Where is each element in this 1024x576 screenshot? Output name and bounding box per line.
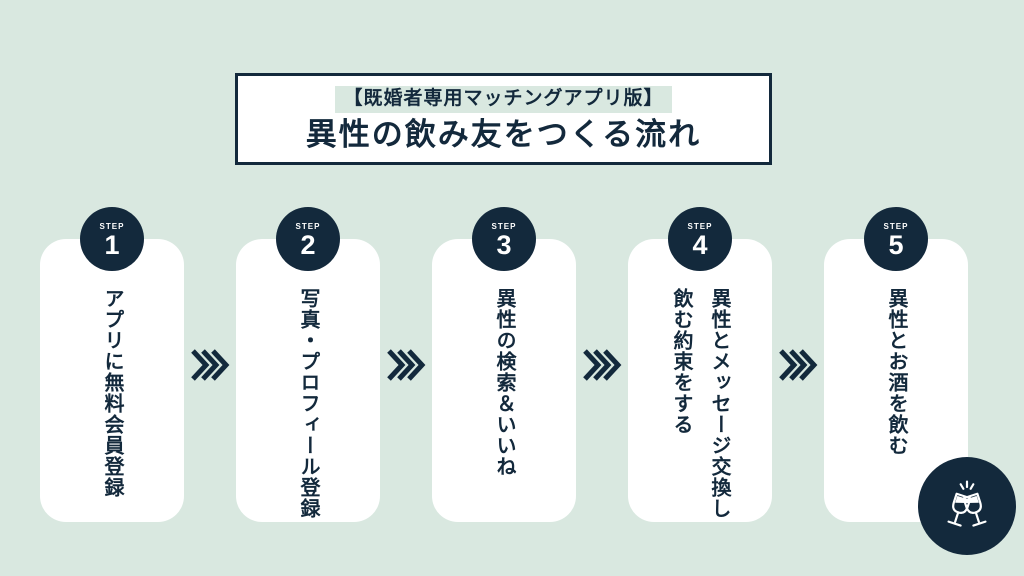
step-badge-number: 5 [888, 229, 904, 260]
cheers-badge [918, 457, 1016, 555]
page-title: 異性の飲み友をつくる流れ [305, 116, 702, 152]
step-badge-number: 2 [300, 229, 316, 260]
cheers-wine-glasses-icon [947, 480, 987, 527]
step-3-text: 異性の検索＆いいね [493, 288, 515, 477]
step-2-text: 写真・プロフィール登録 [297, 288, 319, 519]
step-1-text: アプリに無料会員登録 [101, 288, 123, 498]
step-1-badge: STEP 1 [80, 207, 144, 271]
step-5-text: 異性とお酒を飲む [885, 288, 907, 456]
step-badge-label: STEP [687, 221, 713, 231]
title-tag: 【既婚者専用マッチングアプリ版】 [335, 86, 672, 113]
step-badge-label: STEP [491, 221, 517, 231]
step-badge-number: 4 [692, 229, 708, 260]
step-badge-number: 1 [104, 229, 120, 260]
next-step-arrow-icon [582, 349, 622, 381]
step-3-badge: STEP 3 [472, 207, 536, 271]
step-badge-label: STEP [883, 221, 909, 231]
step-badge-number: 3 [496, 229, 512, 260]
title-box: 【既婚者専用マッチングアプリ版】 異性の飲み友をつくる流れ [235, 73, 772, 165]
step-4-badge: STEP 4 [668, 207, 732, 271]
step-2-badge: STEP 2 [276, 207, 340, 271]
next-step-arrow-icon [778, 349, 818, 381]
step-card-2: STEP 2 写真・プロフィール登録 [236, 207, 380, 522]
step-5-badge: STEP 5 [864, 207, 928, 271]
next-step-arrow-icon [386, 349, 426, 381]
step-badge-label: STEP [99, 221, 125, 231]
step-card-1: STEP 1 アプリに無料会員登録 [40, 207, 184, 522]
step-card-4: STEP 4 異性とメッセージ交換し 飲む約束をする [628, 207, 772, 522]
step-4-text: 異性とメッセージ交換し 飲む約束をする [670, 288, 730, 519]
step-badge-label: STEP [295, 221, 321, 231]
next-step-arrow-icon [190, 349, 230, 381]
step-card-3: STEP 3 異性の検索＆いいね [432, 207, 576, 522]
